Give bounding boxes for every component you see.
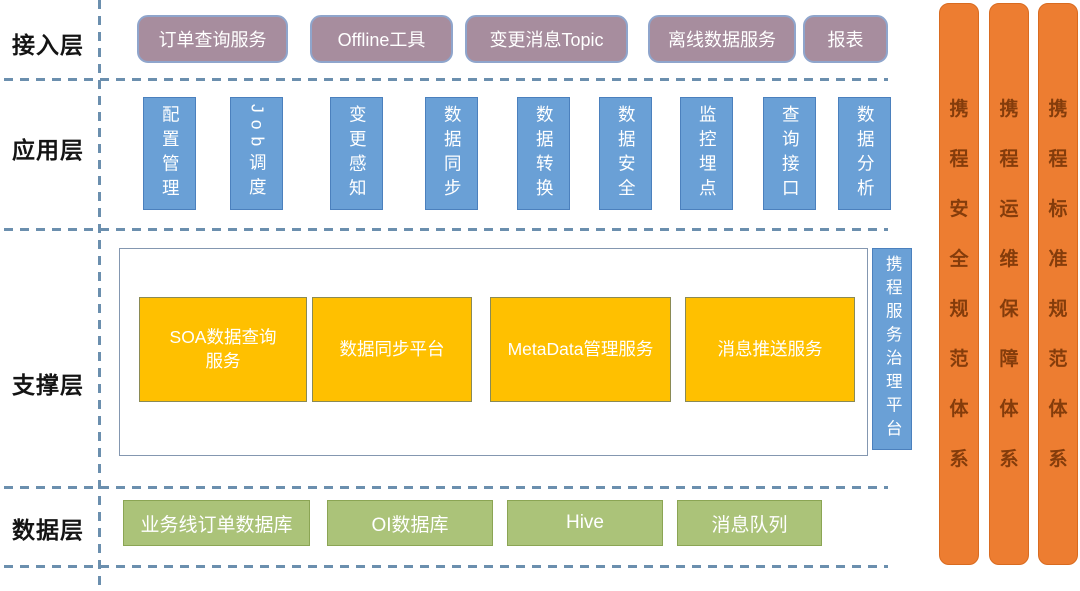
access-box-order-query-service: 订单查询服务 bbox=[137, 15, 288, 63]
side-bar-char: 准 bbox=[1048, 248, 1068, 270]
side-bar-char: 程 bbox=[1048, 148, 1068, 170]
application-box-data-sync: 数据同步 bbox=[425, 97, 478, 210]
separator-bottom bbox=[4, 565, 888, 568]
side-bar-char: 携 bbox=[1048, 98, 1068, 120]
application-box-change-detection: 变更感知 bbox=[330, 97, 383, 210]
support-box-label: SOA数据查询服务 bbox=[169, 326, 277, 371]
access-box-change-message-topic: 变更消息Topic bbox=[465, 15, 628, 63]
data-box-hive: Hive bbox=[507, 500, 663, 546]
side-bar-char: 保 bbox=[999, 298, 1019, 320]
layer-label-data: 数据层 bbox=[12, 517, 84, 543]
data-box-message-queue: 消息队列 bbox=[677, 500, 822, 546]
side-bar-operation-guarantee-system: 携程运维保障体系 bbox=[989, 3, 1029, 565]
support-box-label: MetaData管理服务 bbox=[507, 338, 654, 359]
side-bar-char: 全 bbox=[949, 248, 969, 270]
application-box-label: 监控埋点 bbox=[697, 104, 718, 203]
support-box-metadata-management-service: MetaData管理服务 bbox=[490, 297, 671, 402]
side-bar-char: 范 bbox=[1048, 348, 1068, 370]
application-box-monitoring-tracking: 监控埋点 bbox=[680, 97, 733, 210]
data-box-oi-database: OI数据库 bbox=[327, 500, 493, 546]
application-box-data-transform: 数据转换 bbox=[517, 97, 570, 210]
layer-label-access: 接入层 bbox=[12, 32, 84, 58]
side-bar-char: 体 bbox=[1048, 398, 1068, 420]
support-box-label: 消息推送服务 bbox=[717, 338, 823, 359]
application-box-label: 数据转换 bbox=[534, 104, 555, 203]
side-bar-char: 系 bbox=[999, 448, 1019, 470]
side-bar-char: 体 bbox=[949, 398, 969, 420]
side-bar-char: 系 bbox=[949, 448, 969, 470]
side-bar-char: 系 bbox=[1048, 448, 1068, 470]
separator-support-data bbox=[4, 486, 888, 489]
support-box-data-sync-platform: 数据同步平台 bbox=[312, 297, 472, 402]
side-bar-char: 体 bbox=[999, 398, 1019, 420]
side-bar-char: 运 bbox=[999, 198, 1019, 220]
side-bar-char: 程 bbox=[999, 148, 1019, 170]
side-bar-char: 规 bbox=[949, 298, 969, 320]
application-box-label: 配置管理 bbox=[160, 104, 181, 203]
side-bar-char: 携 bbox=[949, 98, 969, 120]
application-box-label: 变更感知 bbox=[347, 104, 368, 203]
layer-label-support: 支撑层 bbox=[12, 372, 84, 398]
side-bar-char: 规 bbox=[1048, 298, 1068, 320]
side-bar-char: 标 bbox=[1048, 198, 1068, 220]
service-governance-platform-label: 携程服务治理平台 bbox=[883, 255, 902, 443]
side-bar-char: 范 bbox=[949, 348, 969, 370]
application-box-data-security: 数据安全 bbox=[599, 97, 652, 210]
application-box-job-scheduling: Job调度 bbox=[230, 97, 283, 210]
application-box-data-analysis: 数据分析 bbox=[838, 97, 891, 210]
side-bar-char: 携 bbox=[999, 98, 1019, 120]
data-box-business-order-database: 业务线订单数据库 bbox=[123, 500, 310, 546]
application-box-label: 查询接口 bbox=[780, 104, 801, 203]
application-box-label: 数据安全 bbox=[616, 104, 637, 203]
service-governance-platform-bar: 携程服务治理平台 bbox=[872, 248, 912, 450]
side-bar-char: 维 bbox=[999, 248, 1019, 270]
access-box-report: 报表 bbox=[803, 15, 888, 63]
support-box-soa-data-query-service: SOA数据查询服务 bbox=[139, 297, 307, 402]
access-box-offline-data-service: 离线数据服务 bbox=[648, 15, 796, 63]
separator-application-support bbox=[4, 228, 888, 231]
side-bar-security-standard-system: 携程安全规范体系 bbox=[939, 3, 979, 565]
support-box-label: 数据同步平台 bbox=[339, 338, 445, 359]
layer-label-application: 应用层 bbox=[12, 137, 84, 163]
application-box-config-management: 配置管理 bbox=[143, 97, 196, 210]
application-box-label: Job调度 bbox=[247, 104, 268, 203]
application-box-label: 数据同步 bbox=[442, 104, 463, 203]
vertical-dashed-divider bbox=[98, 0, 101, 591]
application-box-query-interface: 查询接口 bbox=[763, 97, 816, 210]
separator-access-application bbox=[4, 78, 888, 81]
application-box-label: 数据分析 bbox=[855, 104, 876, 203]
access-box-offline-tool: Offline工具 bbox=[310, 15, 453, 63]
support-box-message-push-service: 消息推送服务 bbox=[685, 297, 855, 402]
side-bar-char: 程 bbox=[949, 148, 969, 170]
side-bar-char: 障 bbox=[999, 348, 1019, 370]
side-bar-char: 安 bbox=[949, 198, 969, 220]
side-bar-standard-spec-system: 携程标准规范体系 bbox=[1038, 3, 1078, 565]
